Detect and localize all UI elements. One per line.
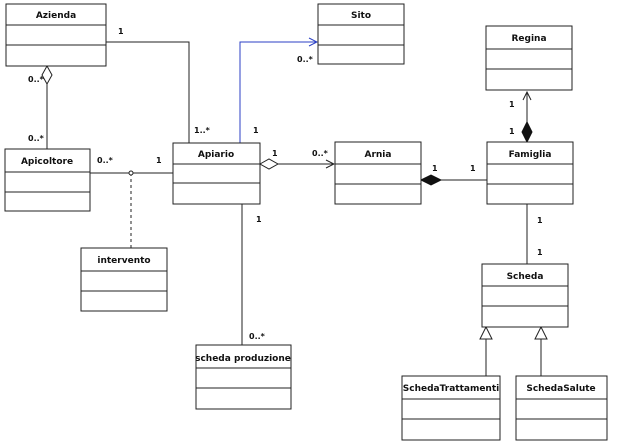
composition-diamond-arnia	[419, 174, 443, 186]
class-name-arnia: Arnia	[365, 150, 392, 160]
mult-azienda-apicoltore-apicoltore: 0..*	[28, 134, 45, 143]
mult-arnia-famiglia-famiglia: 1	[470, 164, 476, 173]
mult-apicoltore-apiario-apiario: 1	[156, 156, 162, 165]
mult-apiario-arnia-arnia: 0..*	[312, 149, 329, 158]
class-name-azienda: Azienda	[36, 11, 76, 21]
mult-famiglia-regina-famiglia: 1	[509, 127, 515, 136]
class-scheda-salute[interactable]: SchedaSalute	[515, 375, 608, 441]
class-scheda-produzione[interactable]: scheda produzione	[195, 344, 292, 410]
class-name-sito: Sito	[351, 11, 371, 21]
class-name-scheda-trattamenti: SchedaTrattamenti	[403, 384, 499, 394]
class-intervento[interactable]: intervento	[80, 247, 168, 312]
mult-apiario-scheda-produzione-scheda: 0..*	[249, 332, 266, 341]
class-famiglia[interactable]: Famiglia	[486, 141, 574, 205]
mult-azienda-apiario-apiario: 1..*	[194, 126, 211, 135]
mult-azienda-apiario-azienda: 1	[118, 27, 124, 36]
generalization-arrow-salute	[534, 325, 548, 340]
class-scheda-trattamenti[interactable]: SchedaTrattamenti	[401, 375, 501, 441]
edge-apiario-sito[interactable]	[239, 42, 317, 143]
class-arnia[interactable]: Arnia	[334, 141, 422, 205]
aggregation-diamond-apiario	[258, 158, 280, 170]
class-name-famiglia: Famiglia	[509, 150, 552, 160]
class-sito[interactable]: Sito	[317, 3, 405, 65]
mult-azienda-apicoltore-azienda: 0..*	[28, 75, 45, 84]
class-name-scheda: Scheda	[507, 272, 544, 282]
mult-famiglia-scheda-scheda: 1	[537, 248, 543, 257]
class-name-apiario: Apiario	[198, 150, 234, 160]
class-apiario[interactable]: Apiario	[172, 142, 261, 205]
mult-apiario-scheda-produzione-apiario: 1	[256, 215, 262, 224]
association-point	[128, 170, 134, 176]
class-name-scheda-salute: SchedaSalute	[526, 384, 595, 394]
class-regina[interactable]: Regina	[485, 25, 573, 91]
class-apicoltore[interactable]: Apicoltore	[4, 148, 91, 212]
mult-apiario-sito-sito: 0..*	[297, 55, 314, 64]
class-scheda[interactable]: Scheda	[481, 263, 569, 328]
mult-famiglia-regina-regina: 1	[509, 100, 515, 109]
mult-apiario-sito-apiario: 1	[253, 126, 259, 135]
mult-famiglia-scheda-famiglia: 1	[537, 216, 543, 225]
class-name-scheda-produzione: scheda produzione	[195, 354, 291, 364]
mult-apicoltore-apiario-apicoltore: 0..*	[97, 156, 114, 165]
class-name-regina: Regina	[511, 34, 546, 44]
class-azienda[interactable]: Azienda	[5, 3, 107, 67]
mult-apiario-arnia-apiario: 1	[272, 149, 278, 158]
class-name-apicoltore: Apicoltore	[21, 157, 73, 167]
class-name-intervento: intervento	[97, 256, 150, 266]
aggregation-diamond-azienda	[41, 64, 53, 86]
composition-diamond-famiglia	[521, 120, 533, 144]
mult-arnia-famiglia-arnia: 1	[432, 164, 438, 173]
generalization-arrow-trattamenti	[479, 325, 493, 340]
edge-azienda-apiario[interactable]	[106, 41, 190, 143]
